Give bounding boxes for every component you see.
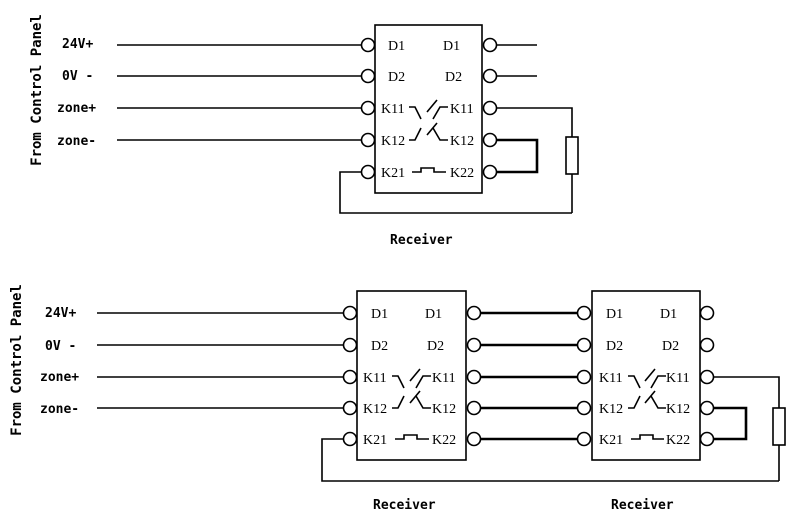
eol-resistor (565, 136, 579, 175)
pin-label: K12 (363, 402, 387, 417)
terminal (576, 305, 592, 321)
relay-contacts (628, 368, 666, 440)
loopback-wire (339, 171, 572, 214)
pin-label: K22 (666, 433, 690, 448)
pin-label: K21 (599, 433, 623, 448)
pin-label: K11 (666, 371, 690, 386)
receiver-label-2: Receiver (611, 498, 674, 513)
pin-label: D1 (425, 307, 442, 322)
relay-contacts (409, 99, 448, 173)
terminal (699, 305, 715, 321)
side-label-bottom: From Control Panel (9, 284, 25, 436)
input-label-0v: 0V - (62, 69, 93, 84)
pin-label: D1 (606, 307, 623, 322)
receiver-label-1: Receiver (373, 498, 436, 513)
pin-label: D1 (443, 39, 460, 54)
input-label-zone-minus: zone- (57, 134, 96, 149)
terminal (576, 400, 592, 416)
pin-label: K12 (432, 402, 456, 417)
pin-label: D2 (662, 339, 679, 354)
pin-label: K21 (363, 433, 387, 448)
input-label-24v: 24V+ (45, 306, 76, 321)
pin-label: D2 (388, 70, 405, 85)
receiver-box-2 (591, 290, 701, 461)
pin-label: D1 (371, 307, 388, 322)
side-label-top: From Control Panel (29, 14, 45, 166)
pin-label: K22 (432, 433, 456, 448)
pin-label: D2 (445, 70, 462, 85)
eol-wire (714, 376, 780, 408)
pin-label: D2 (427, 339, 444, 354)
terminal (482, 164, 498, 180)
eol-resistor (772, 407, 786, 446)
pin-label: K11 (381, 102, 405, 117)
terminal (466, 337, 482, 353)
terminal (360, 100, 376, 116)
terminal (482, 100, 498, 116)
terminal (699, 400, 715, 416)
terminal (466, 431, 482, 447)
terminal (360, 132, 376, 148)
terminal (482, 132, 498, 148)
input-label-zone-plus: zone+ (57, 101, 96, 116)
pin-label: D2 (606, 339, 623, 354)
pin-label: K12 (599, 402, 623, 417)
terminal (466, 400, 482, 416)
terminal (482, 68, 498, 84)
pin-label: K21 (381, 166, 405, 181)
pin-label: K12 (666, 402, 690, 417)
terminal (576, 369, 592, 385)
pin-label: K11 (432, 371, 456, 386)
input-label-zone-minus: zone- (40, 402, 79, 417)
pin-label: K11 (363, 371, 387, 386)
terminal (360, 164, 376, 180)
input-label-0v: 0V - (45, 339, 76, 354)
receiver-label: Receiver (390, 233, 453, 248)
terminal (699, 369, 715, 385)
relay-contacts (392, 368, 431, 440)
receiver-box-1 (356, 290, 467, 461)
terminal (466, 305, 482, 321)
input-label-zone-plus: zone+ (40, 370, 79, 385)
terminal (482, 37, 498, 53)
terminal (360, 37, 376, 53)
pin-label: K22 (450, 166, 474, 181)
terminal (342, 400, 358, 416)
terminal (342, 337, 358, 353)
jumper-wire (497, 138, 539, 174)
pin-label: K11 (450, 102, 474, 117)
terminal (699, 337, 715, 353)
eol-wire (497, 107, 573, 137)
terminal (576, 431, 592, 447)
pin-label: D2 (371, 339, 388, 354)
pin-label: D1 (660, 307, 677, 322)
input-label-24v: 24V+ (62, 37, 93, 52)
terminal (342, 369, 358, 385)
jumper-wire (714, 406, 748, 441)
terminal (699, 431, 715, 447)
loopback-wire (321, 438, 779, 482)
pin-label: D1 (388, 39, 405, 54)
terminal (342, 305, 358, 321)
terminal (360, 68, 376, 84)
diagram-two-receivers: From Control Panel 24V+ 0V - zone+ zone-… (9, 284, 786, 513)
pin-label: K12 (450, 134, 474, 149)
terminal (466, 369, 482, 385)
terminal (576, 337, 592, 353)
diagram-single-receiver: From Control Panel 24V+ 0V - zone+ zone-… (29, 14, 579, 248)
terminal (342, 431, 358, 447)
pin-label: K11 (599, 371, 623, 386)
pin-label: K12 (381, 134, 405, 149)
